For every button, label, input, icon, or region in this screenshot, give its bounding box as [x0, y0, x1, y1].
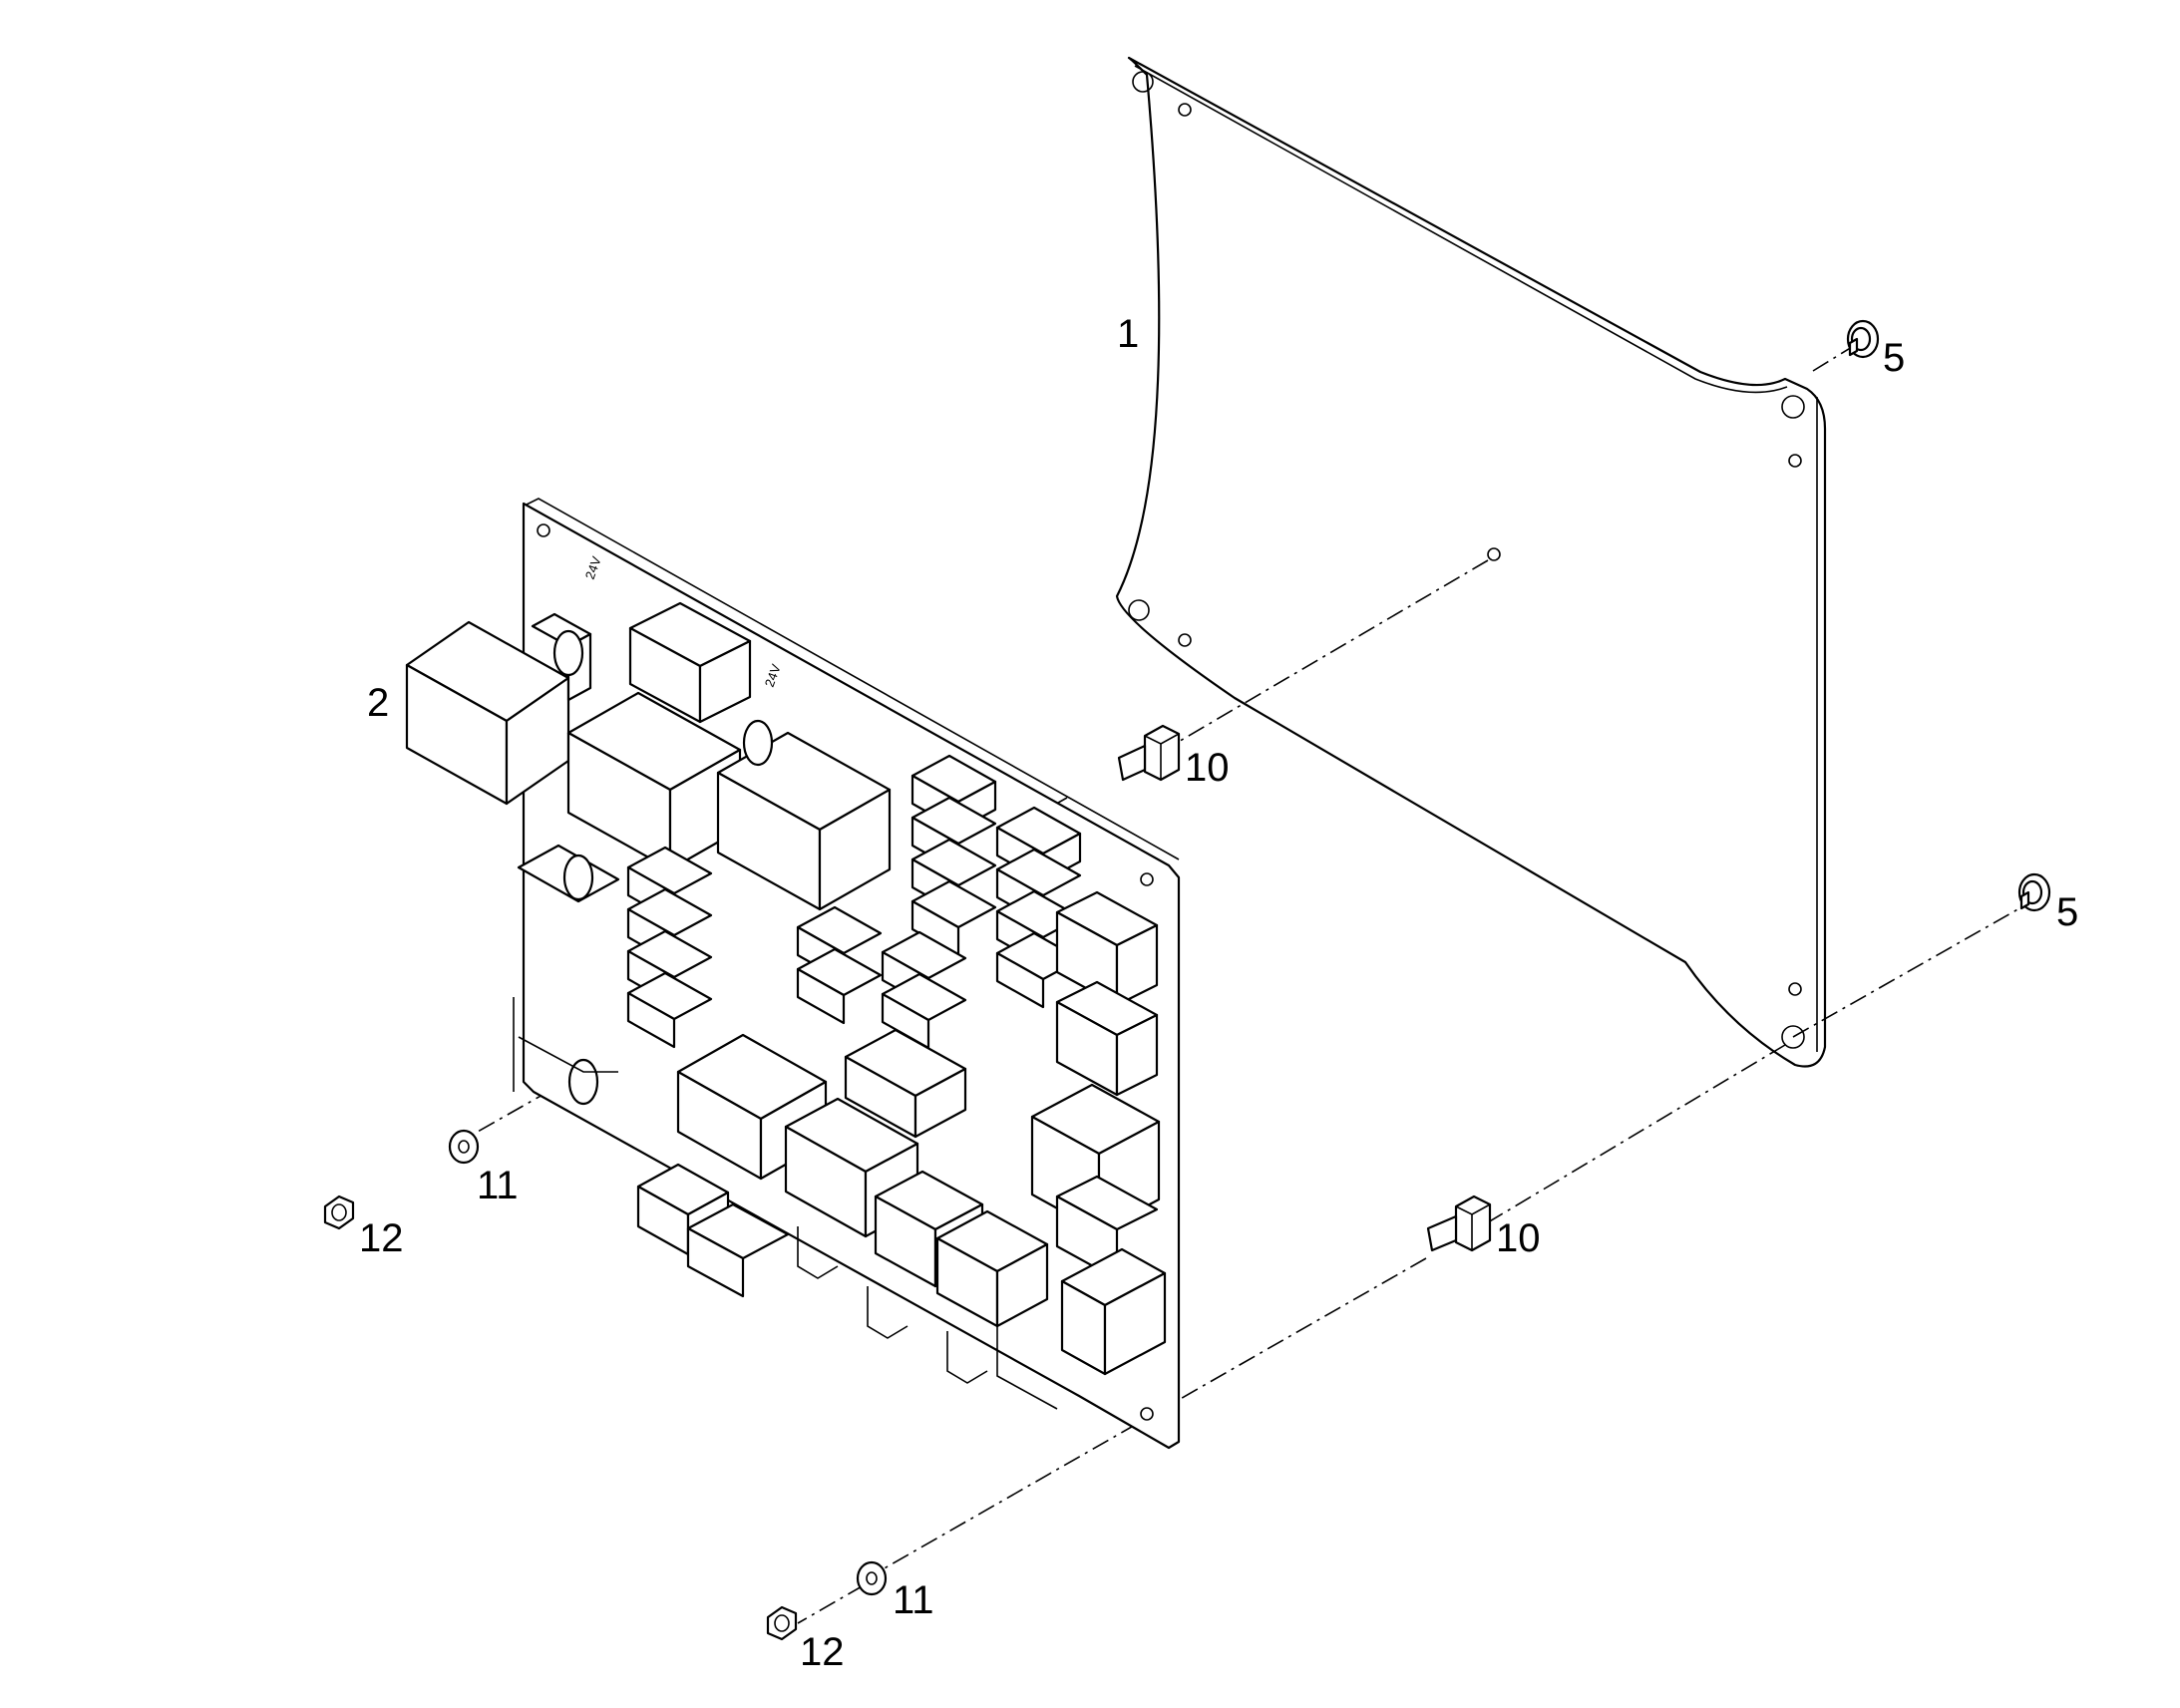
- callout-standoff-lower: 10: [1496, 1216, 1541, 1260]
- callout-plate: 1: [1117, 312, 1139, 356]
- mounting-plate: [1115, 56, 1827, 1068]
- connector-block: [797, 1226, 1058, 1410]
- callout-labels: 1 2 5 5 10 10 11 11 12 12: [359, 312, 2078, 1674]
- washer-left: [448, 1129, 480, 1165]
- nut-bottom: [766, 1605, 798, 1641]
- callout-board: 2: [367, 681, 389, 725]
- callout-nut-bottom: 12: [800, 1630, 845, 1674]
- callout-nut-left: 12: [359, 1216, 404, 1260]
- connector-block: [636, 1163, 790, 1298]
- connector-block: [1030, 890, 1167, 1376]
- standoff-upper: [1117, 724, 1181, 782]
- nut-left: [323, 1195, 355, 1230]
- screw-top: [1846, 319, 1880, 359]
- screw-right: [2017, 872, 2051, 912]
- callout-washer-left: 11: [477, 1164, 519, 1207]
- callout-washer-bottom: 11: [893, 1578, 934, 1622]
- callout-screw-right: 5: [2056, 890, 2078, 934]
- fuse-block: [910, 754, 997, 957]
- fuse-block: [796, 905, 967, 1050]
- circuit-board: 24V 24V: [405, 498, 1181, 1450]
- relay-block: [844, 1028, 967, 1139]
- standoff-lower: [1426, 1195, 1492, 1252]
- callout-screw-top: 5: [1883, 336, 1905, 380]
- fuse-block: [626, 846, 713, 1049]
- callout-standoff-upper: 10: [1185, 746, 1230, 790]
- cylinder-component: [513, 629, 774, 1106]
- relay-block: [628, 601, 752, 724]
- washer-bottom: [856, 1560, 888, 1596]
